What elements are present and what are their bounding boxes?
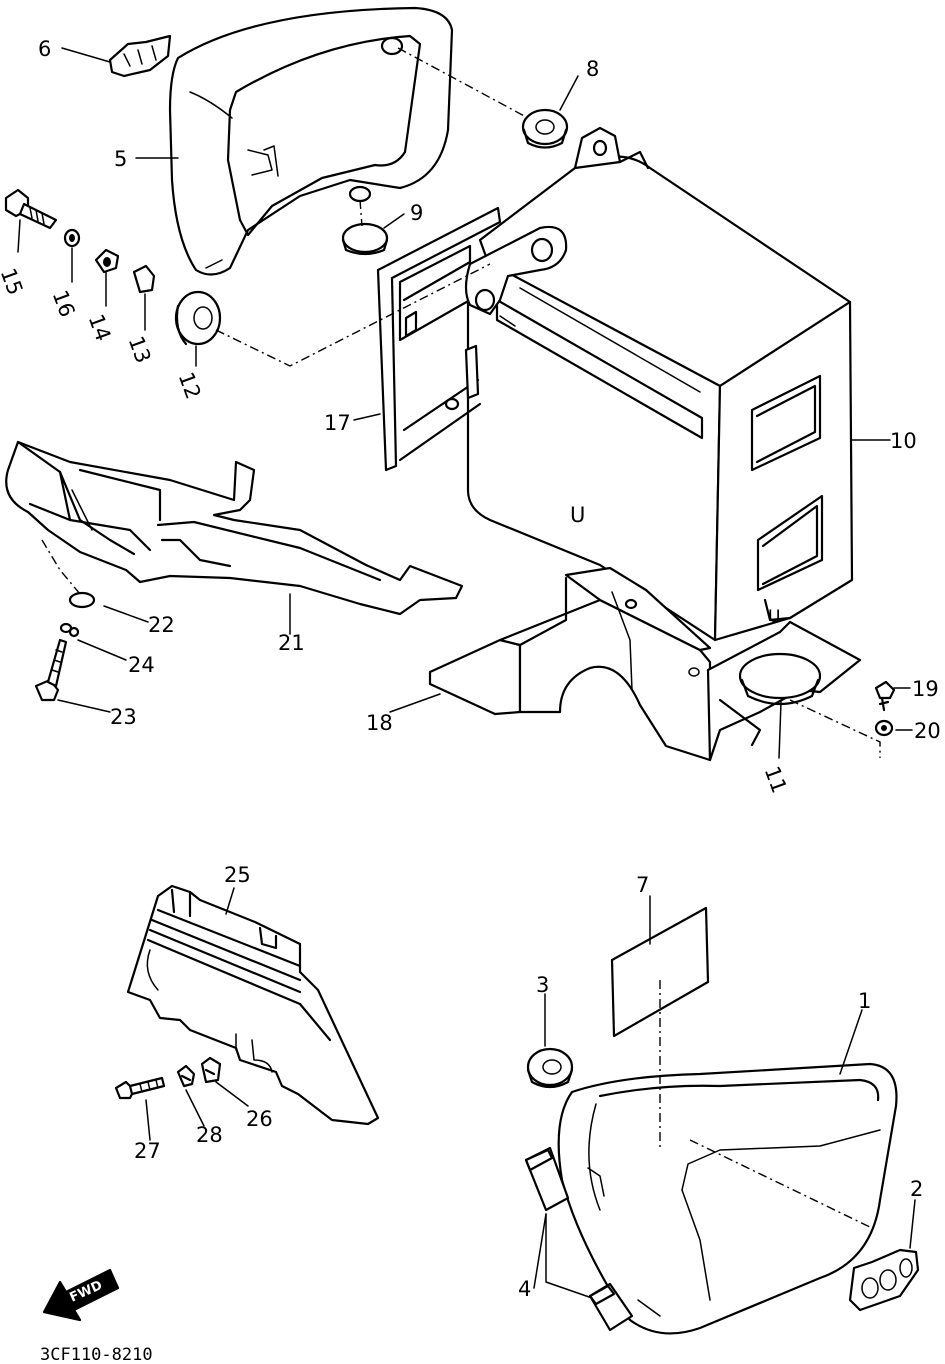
callout-16: 16 <box>48 287 80 320</box>
part-3-grommet <box>526 1047 574 1089</box>
callout-18: 18 <box>366 711 393 735</box>
callout-13: 13 <box>124 333 156 366</box>
part-12-grommet <box>174 290 222 346</box>
part-17-battery-band <box>376 206 502 472</box>
part-10-battery-box <box>466 126 854 642</box>
drawing-code: 3CF110-8210 <box>40 1345 153 1364</box>
part-9-grommet <box>341 222 389 256</box>
part-20-washer <box>874 719 894 737</box>
part-25-side-cover <box>126 884 380 1126</box>
part-22-grommet <box>68 591 96 609</box>
part-4-damper-lower <box>588 1282 634 1332</box>
callout-2: 2 <box>910 1177 923 1201</box>
callout-6: 6 <box>38 37 51 61</box>
callout-17: 17 <box>324 411 351 435</box>
part-14-washer <box>94 248 120 274</box>
part-13-collar <box>132 264 156 294</box>
part-4-damper-upper <box>524 1146 570 1212</box>
callout-7: 7 <box>636 873 649 897</box>
callout-26: 26 <box>246 1107 273 1131</box>
part-23-bolt <box>34 638 68 702</box>
part-21-battery-cover <box>5 440 464 616</box>
callout-15: 15 <box>0 265 27 298</box>
callout-20: 20 <box>914 719 941 743</box>
callout-19: 19 <box>912 677 939 701</box>
box-mark: U <box>570 503 585 527</box>
callout-10: 10 <box>890 429 917 453</box>
callout-8: 8 <box>586 57 599 81</box>
callout-24: 24 <box>128 653 155 677</box>
callout-11: 11 <box>760 763 792 796</box>
part-16-washer <box>63 228 81 248</box>
callout-25: 25 <box>224 863 251 887</box>
part-2-emblem <box>848 1248 920 1312</box>
callout-27: 27 <box>134 1139 161 1163</box>
callout-28: 28 <box>196 1123 223 1147</box>
part-box-mount-bracket <box>464 225 568 327</box>
part-28-nut <box>176 1064 196 1088</box>
part-27-bolt <box>114 1076 166 1100</box>
part-7-label <box>610 906 710 1038</box>
part-8-grommet <box>521 108 569 149</box>
part-19-screw <box>874 680 896 712</box>
callout-14: 14 <box>84 311 116 344</box>
callout-22: 22 <box>148 613 175 637</box>
fwd-arrow-icon: FWD <box>42 1268 120 1322</box>
part-5-side-cover <box>168 6 454 276</box>
leader-lines <box>17 47 916 1299</box>
callout-4: 4 <box>518 1277 531 1301</box>
part-11-grommet <box>738 652 822 706</box>
callout-5: 5 <box>114 147 127 171</box>
callout-23: 23 <box>110 705 137 729</box>
callout-12: 12 <box>174 369 206 402</box>
callout-3: 3 <box>536 973 549 997</box>
part-24-nut <box>59 622 80 638</box>
callout-21: 21 <box>278 631 305 655</box>
part-15-bolt <box>4 188 58 230</box>
callout-9: 9 <box>410 201 423 225</box>
callout-1: 1 <box>858 989 871 1013</box>
box-mark-small: U <box>768 607 780 627</box>
part-26-damper <box>200 1056 222 1084</box>
